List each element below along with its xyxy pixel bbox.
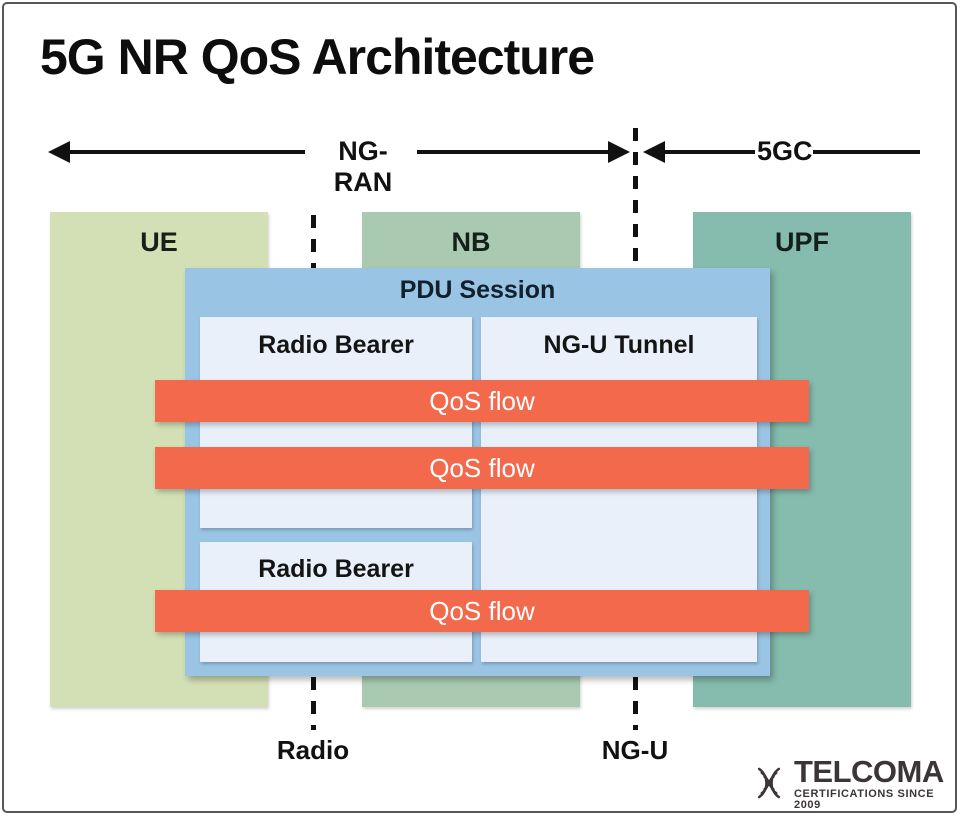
ngran-scope-label: NG-RAN	[333, 136, 393, 197]
ngu-tunnel-label: NG-U Tunnel	[543, 331, 695, 359]
ngran-arrow-line-right	[417, 150, 608, 154]
fivegc-scope-label: 5GC	[757, 136, 813, 166]
radio-bearer-1-box	[200, 317, 472, 528]
ngran-left-arrowhead-icon	[48, 141, 70, 163]
logo-brand-name: TELCOMA	[794, 753, 944, 789]
qos-flow-bar-3: QoS flow	[155, 590, 809, 632]
radio-bearer-2-label: Radio Bearer	[258, 555, 414, 583]
logo-text-block: TELCOMA CERTIFICATIONS SINCE 2009	[794, 756, 950, 811]
upf-label: UPF	[775, 227, 829, 257]
ngran-arrow-line-left	[68, 150, 305, 154]
page-title: 5G NR QoS Architecture	[40, 29, 595, 85]
pdu-session-label: PDU Session	[399, 276, 556, 304]
qos-flow-bar-1: QoS flow	[155, 380, 809, 422]
radio-interface-label: Radio	[276, 735, 350, 765]
ran-core-divider-dashed-line-top	[633, 128, 638, 268]
ngu-interface-label: NG-U	[601, 735, 669, 765]
ran-core-divider-dashed-line-bottom	[633, 677, 638, 730]
telcoma-logo: TELCOMA CERTIFICATIONS SINCE 2009	[746, 756, 950, 810]
qos-flow-bar-2: QoS flow	[155, 447, 809, 489]
ue-nb-divider-dashed-line-bottom	[311, 677, 316, 730]
logo-tagline: CERTIFICATIONS SINCE 2009	[794, 787, 935, 811]
fivegc-arrow-line-right	[813, 150, 920, 154]
fivegc-arrow-line-left	[663, 150, 755, 154]
fivegc-left-arrowhead-icon	[643, 141, 665, 163]
ue-label: UE	[140, 227, 178, 257]
radio-bearer-1-label: Radio Bearer	[258, 331, 414, 359]
signal-waves-icon	[757, 767, 781, 799]
ngran-right-arrowhead-icon	[608, 141, 630, 163]
ue-nb-divider-dashed-line-top	[311, 215, 316, 268]
nb-label: NB	[451, 227, 491, 257]
